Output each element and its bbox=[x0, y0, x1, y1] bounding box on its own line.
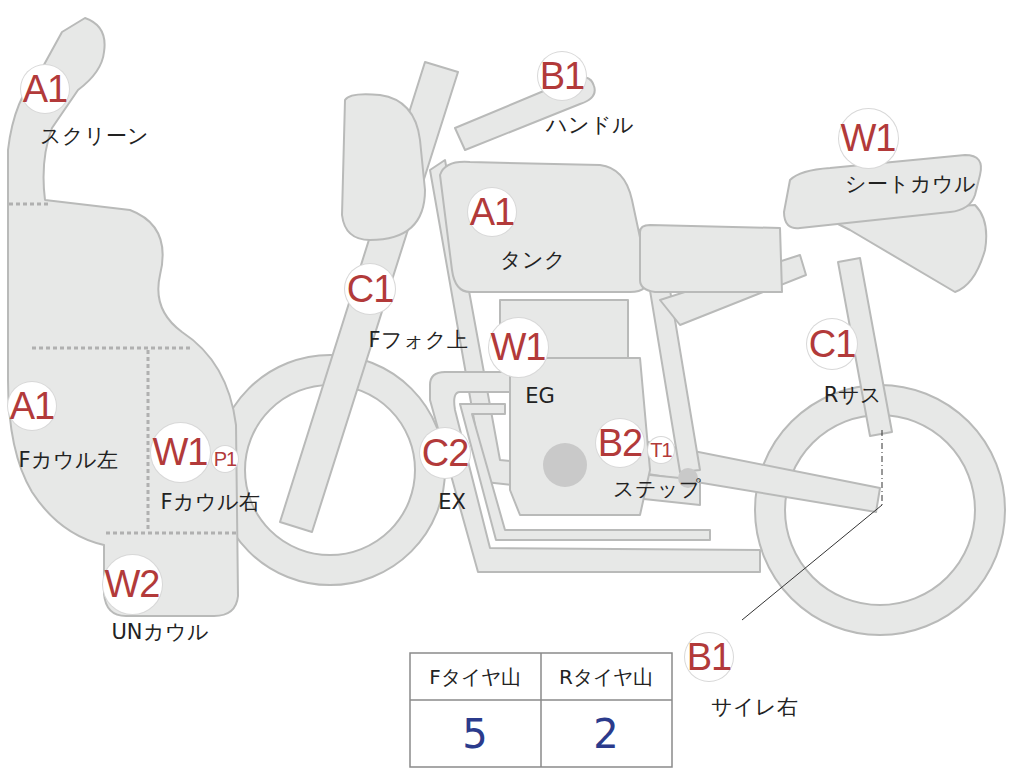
section-line bbox=[147, 350, 150, 532]
part-name: シートカウル bbox=[845, 172, 976, 197]
damage-marker: B1ハンドル bbox=[538, 52, 586, 100]
headlight bbox=[342, 94, 425, 240]
damage-marker: W1シートカウル bbox=[839, 109, 898, 168]
leader-line bbox=[882, 430, 883, 505]
damage-code: W1 bbox=[491, 328, 546, 366]
damage-marker: W1Fカウル右 bbox=[151, 423, 210, 482]
table-header: Rタイヤ山 bbox=[559, 666, 653, 688]
section-line bbox=[9, 203, 48, 206]
damage-marker: T1 bbox=[648, 437, 674, 463]
frame bbox=[430, 160, 700, 505]
tyre-table bbox=[410, 653, 672, 767]
table-value: 2 bbox=[593, 712, 618, 756]
damage-marker: C1Fフォク上 bbox=[345, 264, 396, 315]
damage-code: B2 bbox=[598, 424, 642, 462]
engine-cover bbox=[543, 443, 587, 487]
damage-marker: B2ステップ bbox=[596, 419, 644, 467]
damage-code: C1 bbox=[347, 270, 394, 308]
damage-marker: B1サイレ右 bbox=[685, 633, 733, 681]
damage-code: C1 bbox=[809, 325, 856, 363]
part-name: Fフォク上 bbox=[368, 328, 467, 353]
part-name: タンク bbox=[500, 248, 566, 273]
part-name: スクリーン bbox=[40, 124, 149, 149]
damage-code: T1 bbox=[650, 440, 671, 460]
table-value: 5 bbox=[462, 712, 487, 756]
seat-cowl bbox=[784, 155, 981, 228]
damage-code: W1 bbox=[153, 433, 208, 471]
section-line bbox=[32, 347, 192, 350]
damage-code: W1 bbox=[841, 119, 896, 157]
damage-code: B1 bbox=[540, 57, 584, 95]
damage-marker: A1Fカウル左 bbox=[8, 382, 56, 430]
part-name: UNカウル bbox=[111, 620, 208, 645]
damage-marker: A1スクリーン bbox=[21, 65, 69, 113]
front-cowl bbox=[8, 18, 238, 616]
seat bbox=[640, 225, 782, 292]
part-name: Rサス bbox=[824, 383, 883, 408]
fuel-tank bbox=[440, 162, 648, 292]
damage-code: A1 bbox=[23, 70, 67, 108]
damage-marker: W2UNカウル bbox=[103, 555, 162, 614]
damage-marker: W1EG bbox=[489, 318, 548, 377]
damage-marker: P1 bbox=[212, 446, 238, 472]
part-name: EX bbox=[438, 490, 466, 515]
part-name: Fカウル右 bbox=[160, 490, 259, 515]
damage-code: C2 bbox=[422, 434, 469, 472]
part-name: ハンドル bbox=[546, 113, 634, 138]
part-name: Fカウル左 bbox=[18, 448, 117, 473]
part-name: EG bbox=[525, 384, 555, 409]
section-line bbox=[106, 532, 236, 535]
damage-code: B1 bbox=[687, 638, 731, 676]
damage-code: A1 bbox=[470, 193, 514, 231]
damage-code: P1 bbox=[214, 449, 236, 469]
table-header: Fタイヤ山 bbox=[429, 666, 521, 688]
table-rule bbox=[540, 653, 542, 767]
part-name: サイレ右 bbox=[711, 695, 798, 720]
damage-marker: C2EX bbox=[420, 428, 471, 479]
damage-code: A1 bbox=[10, 387, 54, 425]
part-name: ステップ bbox=[613, 477, 701, 502]
damage-marker: A1タンク bbox=[468, 188, 516, 236]
leader-line bbox=[742, 505, 882, 620]
damage-code: W2 bbox=[105, 565, 160, 603]
damage-marker: C1Rサス bbox=[807, 319, 858, 370]
